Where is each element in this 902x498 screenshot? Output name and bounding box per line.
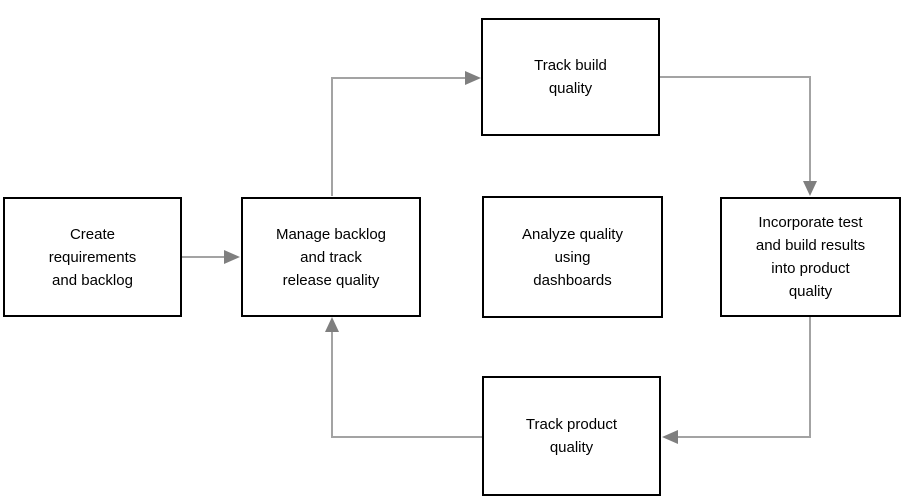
edge-manage-to-build-arrowhead bbox=[465, 71, 481, 85]
node-manage-backlog: Manage backlog and track release quality bbox=[241, 197, 421, 317]
node-incorporate-results: Incorporate test and build results into … bbox=[720, 197, 901, 317]
node-analyze-quality: Analyze quality using dashboards bbox=[482, 196, 663, 318]
node-analyze-quality-label: Analyze quality using dashboards bbox=[522, 225, 623, 289]
node-manage-backlog-label: Manage backlog and track release quality bbox=[275, 225, 387, 289]
edge-product-to-manage-arrowhead bbox=[325, 317, 339, 332]
edge-build-to-incorporate-arrowhead bbox=[803, 181, 817, 196]
edge-create-to-manage-arrowhead bbox=[224, 250, 240, 264]
edge-product-to-manage-line bbox=[331, 332, 482, 438]
node-incorporate-results-label: Incorporate test and build results into … bbox=[755, 214, 866, 300]
edge-incorporate-to-product-line bbox=[677, 317, 811, 438]
node-create-requirements: Create requirements and backlog bbox=[3, 197, 182, 317]
edge-build-to-incorporate-line bbox=[660, 76, 811, 182]
node-track-build-quality-label: Track build quality bbox=[534, 57, 607, 97]
node-track-build-quality: Track build quality bbox=[481, 18, 660, 136]
node-track-product-quality: Track product quality bbox=[482, 376, 661, 496]
node-track-product-quality-label: Track product quality bbox=[525, 416, 618, 456]
node-create-requirements-label: Create requirements and backlog bbox=[48, 225, 137, 289]
edge-manage-to-build-line bbox=[331, 77, 466, 196]
edge-incorporate-to-product-arrowhead bbox=[662, 430, 678, 444]
